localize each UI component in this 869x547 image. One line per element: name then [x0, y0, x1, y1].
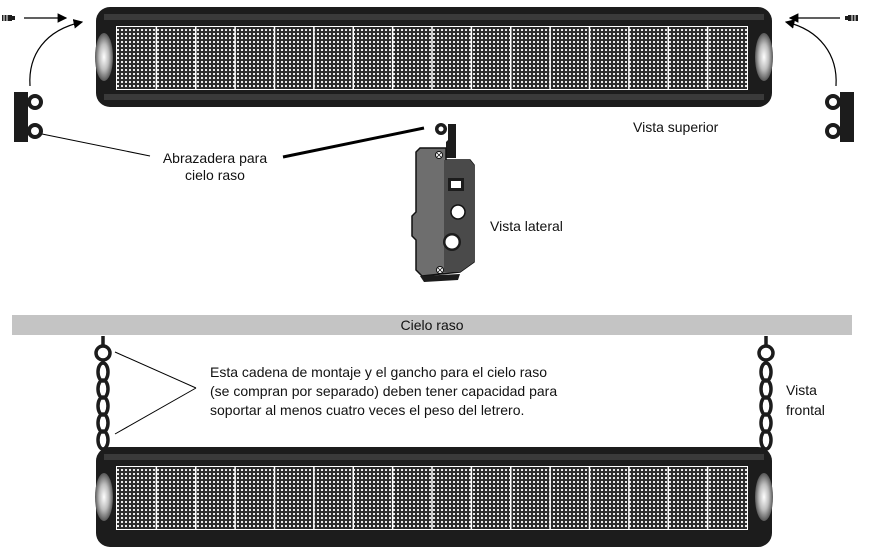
- chain-left: [94, 336, 112, 451]
- ceiling-clamp-right: [825, 92, 854, 142]
- ceiling: Cielo raso: [12, 315, 852, 335]
- ceiling-label: Cielo raso: [400, 317, 464, 333]
- chain-right: [757, 336, 775, 451]
- clamp-label-line-2: cielo raso: [185, 167, 245, 183]
- callout-line-clamp-side: [282, 126, 425, 159]
- sign-side-view: [411, 123, 475, 282]
- side-view-label: Vista lateral: [490, 218, 563, 234]
- arrow-right-bracket: [784, 19, 837, 87]
- end-cap-left: [95, 33, 113, 81]
- screw-right: [845, 15, 858, 21]
- sign-top-view: [95, 7, 773, 107]
- clamp-label: Abrazadera para cielo raso: [150, 150, 280, 184]
- arrow-left-bracket: [29, 19, 84, 87]
- top-view-label: Vista superior: [633, 119, 719, 135]
- end-cap-right: [755, 473, 773, 521]
- chain-note: Esta cadena de montaje y el gancho para …: [210, 363, 557, 420]
- ceiling-clamp-left: [14, 92, 43, 142]
- callout-line-chain-bottom: [114, 387, 197, 435]
- screw-left: [2, 15, 15, 21]
- clamp-label-line-1: Abrazadera para: [162, 150, 268, 166]
- front-view-label-line-1: Vista: [786, 382, 817, 398]
- front-view-label: Vista frontal: [786, 380, 825, 420]
- chain-note-line-2: (se compran por separado) deben tener ca…: [210, 383, 558, 399]
- chain-note-line-1: Esta cadena de montaje y el gancho para …: [210, 364, 547, 380]
- callout-line-clamp-left: [41, 133, 151, 157]
- end-cap-left: [95, 473, 113, 521]
- callout-line-chain-top: [114, 351, 197, 389]
- sign-front-view: [95, 447, 773, 547]
- end-cap-right: [755, 33, 773, 81]
- front-view-label-line-2: frontal: [786, 402, 825, 418]
- chain-note-line-3: soportar al menos cuatro veces el peso d…: [210, 402, 525, 418]
